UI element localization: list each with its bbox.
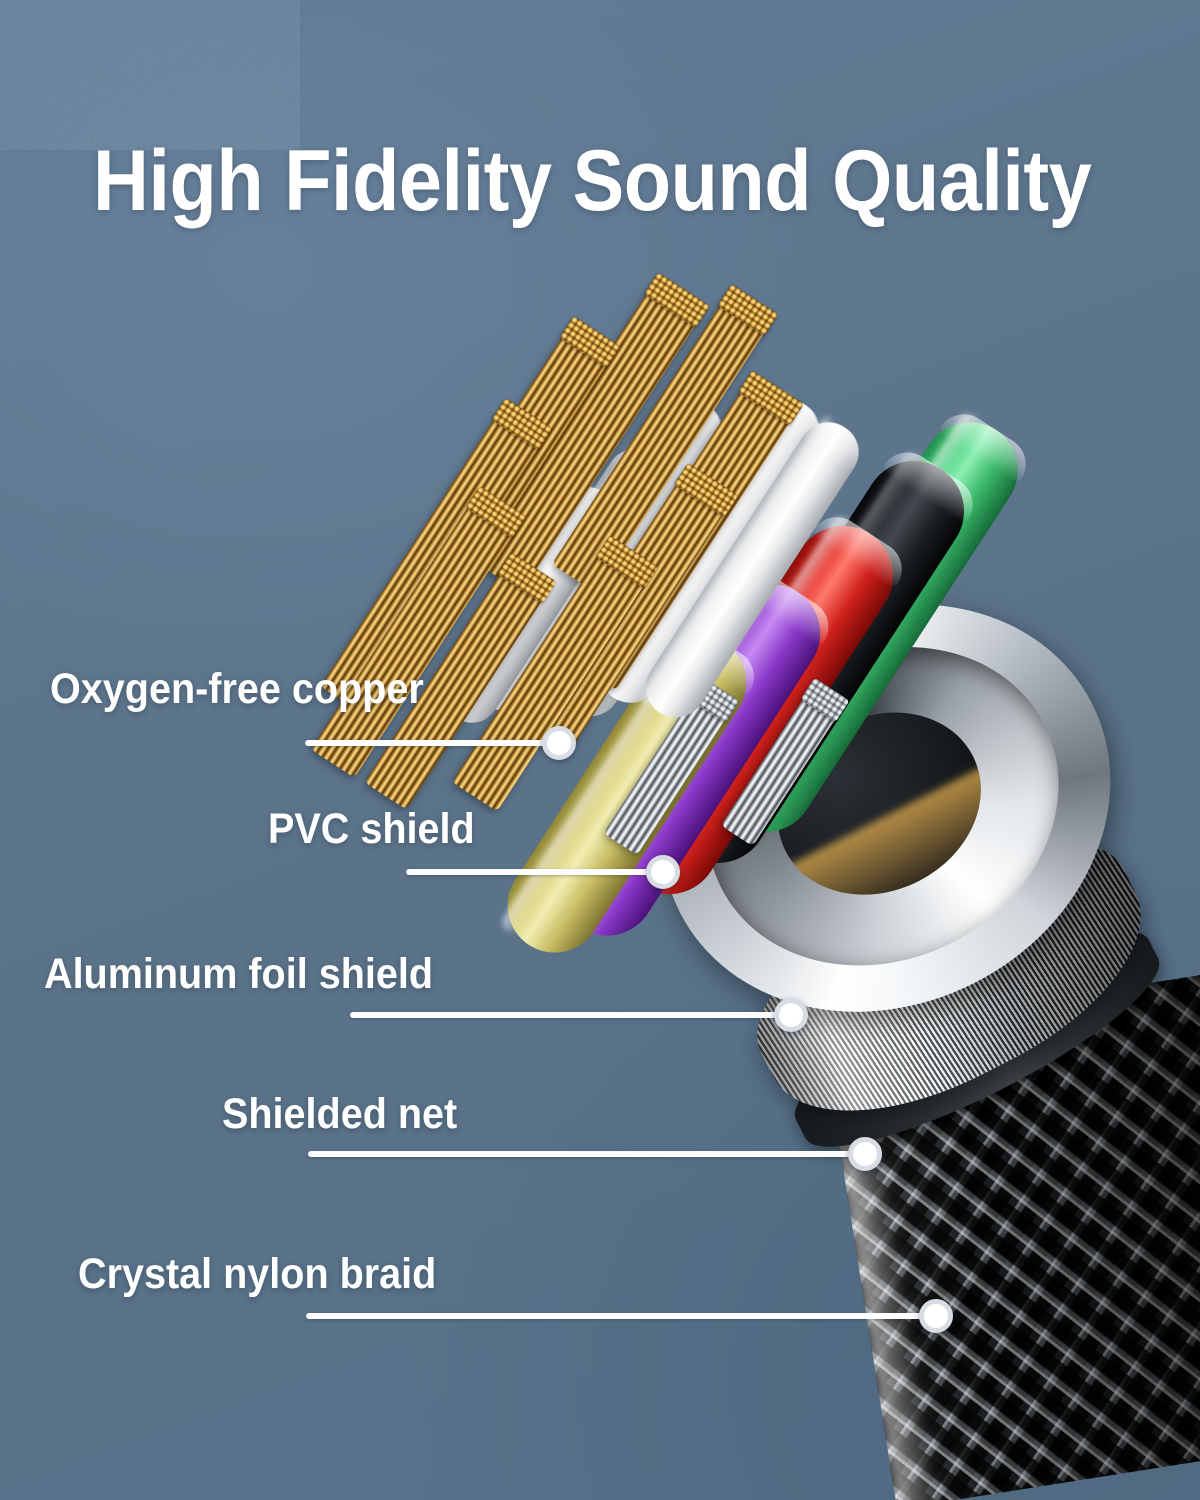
callout-dot-crystal-nylon-braid — [919, 1299, 953, 1333]
callout-dot-oxygen-free-copper — [542, 726, 576, 760]
callout-label-aluminum-foil-shield: Aluminum foil shield — [44, 950, 434, 998]
callout-line-shielded-net — [308, 1151, 865, 1157]
callout-line-oxygen-free-copper — [305, 740, 560, 746]
callout-line-crystal-nylon-braid — [306, 1313, 936, 1319]
callout-line-pvc-shield — [406, 869, 664, 875]
callout-label-shielded-net: Shielded net — [222, 1090, 458, 1138]
callout-label-crystal-nylon-braid: Crystal nylon braid — [78, 1250, 437, 1298]
callout-dot-aluminum-foil-shield — [774, 998, 808, 1032]
page-title: High Fidelity Sound Quality — [93, 133, 1092, 229]
callout-label-pvc-shield: PVC shield — [268, 805, 475, 853]
callout-dot-pvc-shield — [646, 855, 680, 889]
callout-label-oxygen-free-copper: Oxygen-free copper — [50, 665, 424, 713]
callout-dot-shielded-net — [848, 1137, 882, 1171]
callout-line-aluminum-foil-shield — [350, 1012, 792, 1018]
